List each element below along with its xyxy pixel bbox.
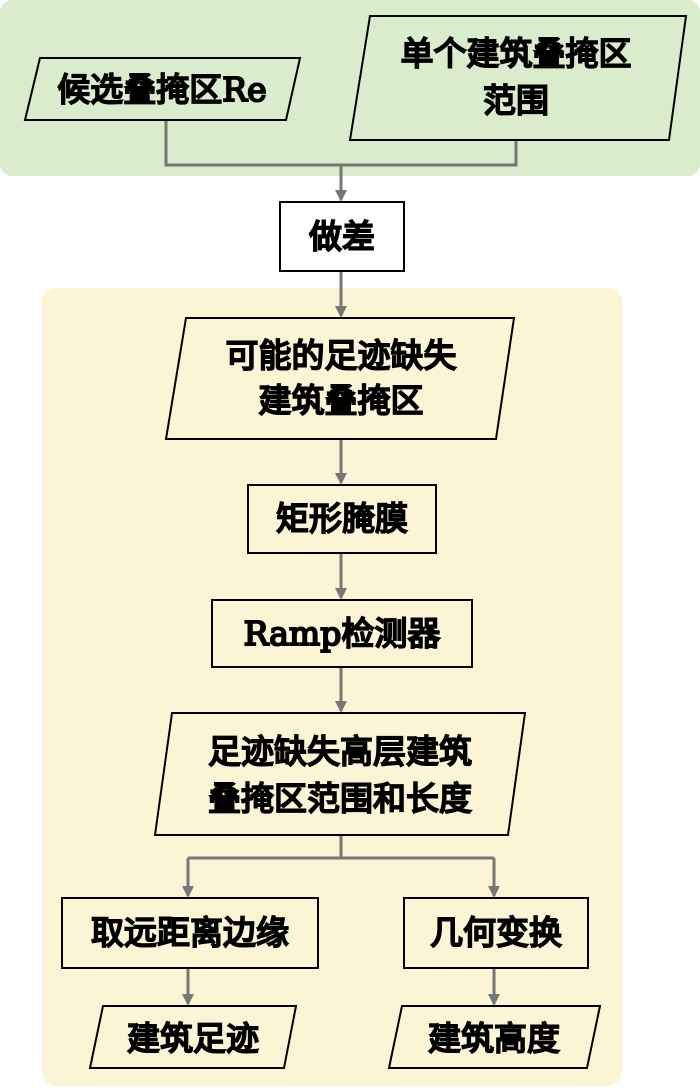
node-rect-mask: 矩形腌膜 [247,484,437,554]
node-building-height-label: 建筑高度 [428,1019,560,1058]
node-ramp-detector-label: Ramp检测器 [244,614,441,653]
node-rect-mask-label: 矩形腌膜 [276,499,408,538]
node-missing-footprint-result-line1: 足迹缺失高层建筑 [208,732,472,771]
node-difference-label: 做差 [309,217,375,256]
node-difference: 做差 [279,201,405,272]
node-geometric-transform-label: 几何变换 [430,913,562,952]
node-candidate-layover-label: 候选叠掩区Re [57,70,266,109]
node-missing-footprint-result-line2: 叠掩区范围和长度 [208,779,472,818]
node-geometric-transform: 几何变换 [403,897,589,969]
node-ramp-detector: Ramp检测器 [211,599,473,668]
node-far-edge-label: 取远距离边缘 [91,913,289,952]
node-missing-footprint-result: 足迹缺失高层建筑 叠掩区范围和长度 [153,712,527,836]
node-single-building-layover: 单个建筑叠掩区 范围 [348,15,688,141]
node-candidate-layover: 候选叠掩区Re [23,57,302,121]
node-possible-missing-footprint-line2: 建筑叠掩区 [259,381,424,420]
node-single-building-layover-line2: 范围 [483,81,549,120]
node-building-footprint-label: 建筑足迹 [127,1019,259,1058]
node-possible-missing-footprint: 可能的足迹缺失 建筑叠掩区 [164,317,516,440]
node-single-building-layover-line1: 单个建筑叠掩区 [401,34,632,73]
node-far-edge: 取远距离边缘 [61,897,319,969]
node-building-footprint: 建筑足迹 [88,1005,298,1069]
node-possible-missing-footprint-line1: 可能的足迹缺失 [226,336,457,375]
node-building-height: 建筑高度 [387,1005,602,1069]
